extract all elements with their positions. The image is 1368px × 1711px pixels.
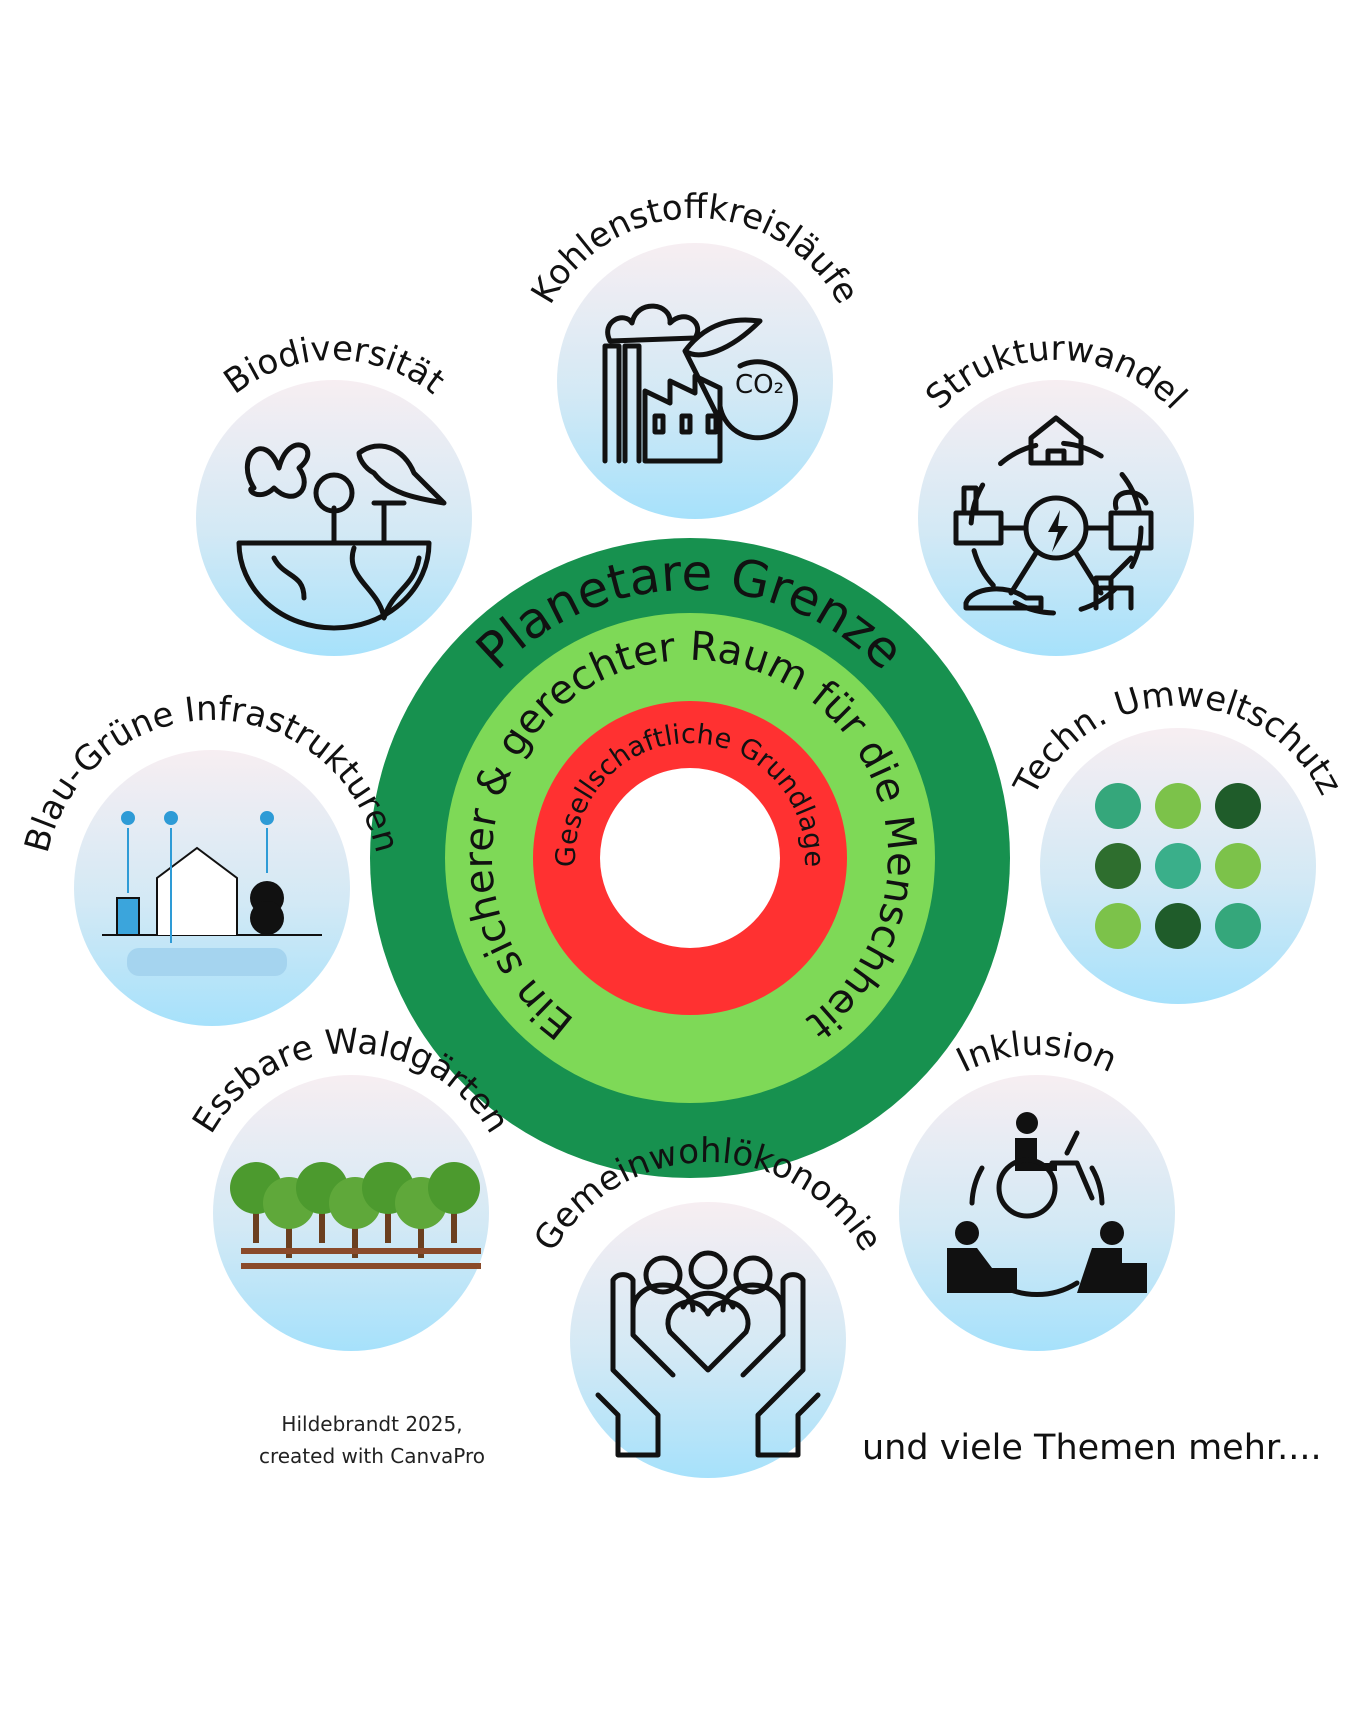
forest-garden-icon: [230, 1162, 481, 1269]
topic-umweltschutz: Techn. Umweltschutz: [1006, 674, 1350, 1004]
eco-tech-tile-icon: [1215, 783, 1261, 829]
eco-tech-tile-icon: [1155, 783, 1201, 829]
topic-gemeinwohl: Gemeinwohlökonomie: [526, 1131, 890, 1478]
eco-tech-grid-icon: [1095, 783, 1261, 949]
footer-note: und viele Themen mehr....: [862, 1428, 1322, 1468]
topic-strukturwandel: Strukturwandel: [918, 329, 1195, 656]
credit-note: Hildebrandt 2025, created with CanvaPro: [237, 1408, 507, 1472]
topic-inklusion: Inklusion: [899, 1024, 1175, 1351]
planetary-boundary-rings: Planetare Grenze Ein sicherer & gerechte…: [370, 538, 1010, 1178]
eco-tech-tile-icon: [1215, 903, 1261, 949]
factory-co2-icon: CO₂: [602, 303, 798, 464]
svg-text:CO₂: CO₂: [735, 370, 784, 400]
tree-icon: [428, 1162, 480, 1214]
eco-tech-tile-icon: [1215, 843, 1261, 889]
eco-tech-tile-icon: [1095, 843, 1141, 889]
credit-line-2: created with CanvaPro: [258, 1444, 486, 1468]
credit-line-1: Hildebrandt 2025,: [281, 1412, 463, 1436]
eco-tech-tile-icon: [1155, 843, 1201, 889]
rainwater-house-icon: [102, 811, 322, 976]
eco-tech-tile-icon: [1095, 903, 1141, 949]
inclusion-icon: [947, 1112, 1147, 1298]
topic-bubble: [570, 1202, 846, 1478]
butterfly-bird-earth-icon: [236, 442, 447, 631]
eco-tech-tile-icon: [1155, 903, 1201, 949]
eco-tech-tile-icon: [1095, 783, 1141, 829]
energy-transition-icon: [953, 415, 1154, 616]
hands-heart-people-icon: [595, 1250, 821, 1458]
ring-center: [600, 768, 780, 948]
topic-label: Inklusion: [950, 1024, 1122, 1081]
